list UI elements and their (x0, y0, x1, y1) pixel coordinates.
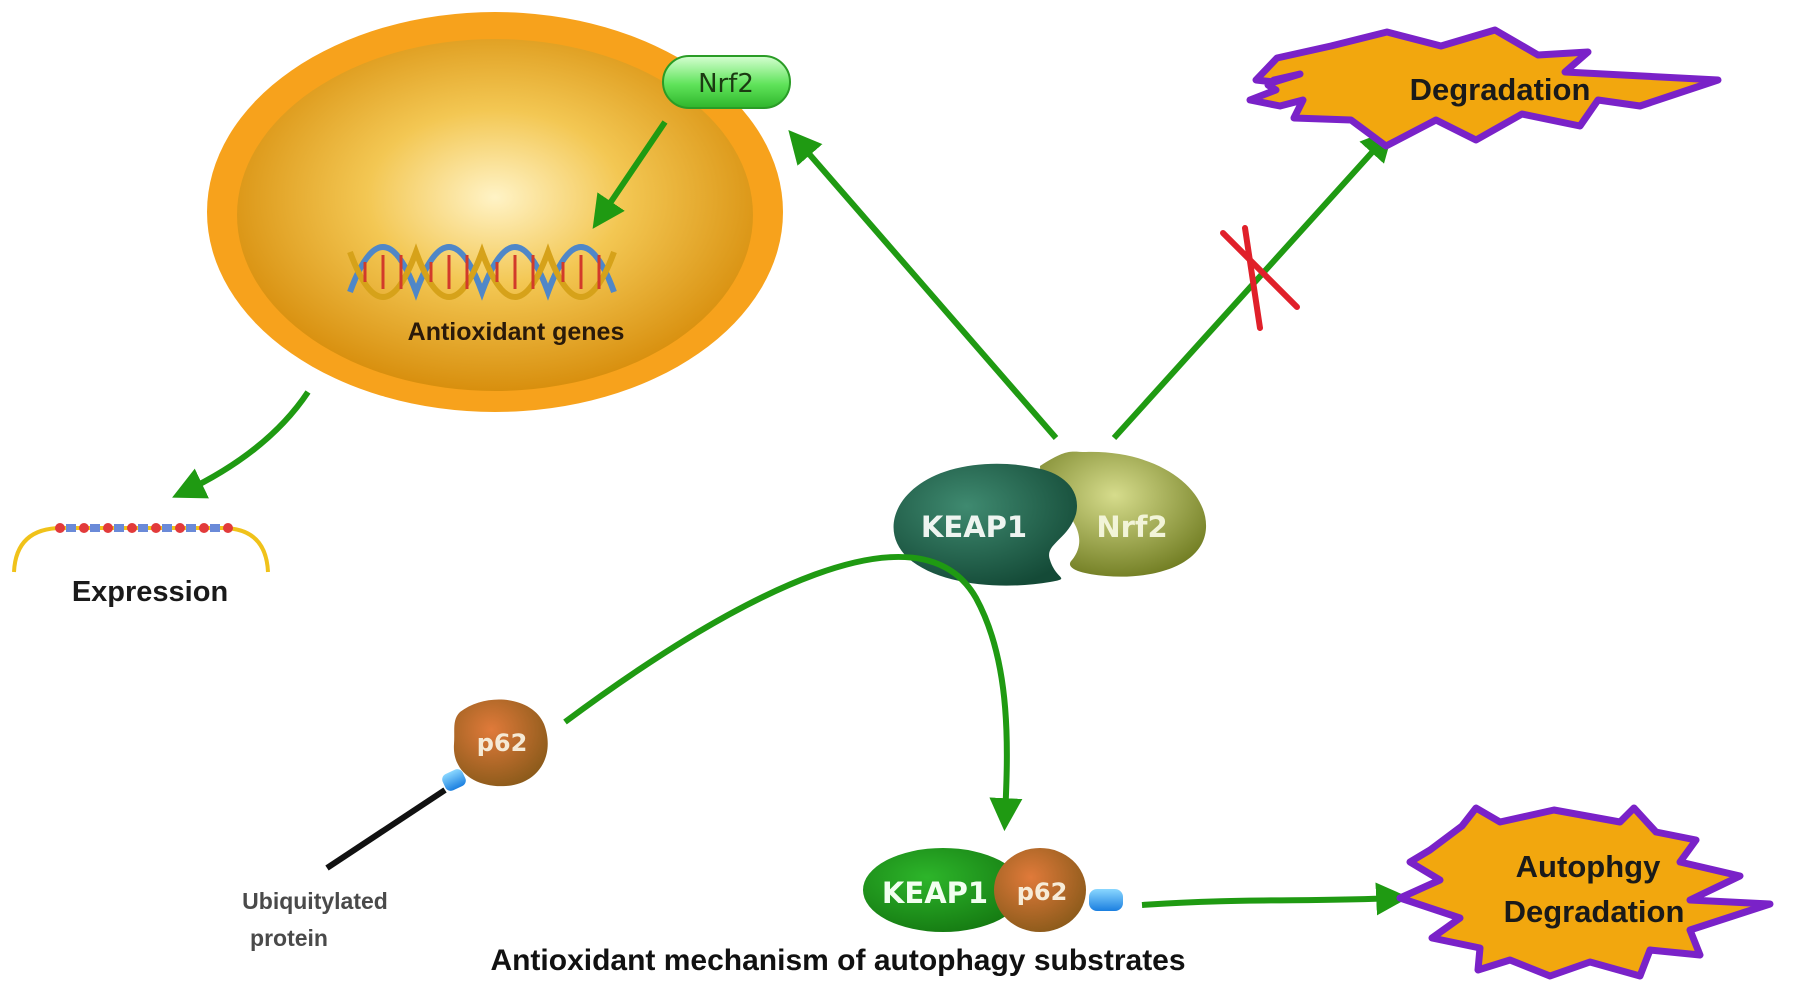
ubiquitylated-label-line2: protein (250, 925, 328, 951)
keap1-p62-complex: KEAP1 p62 (863, 848, 1123, 932)
dna-helix-icon (347, 243, 617, 301)
degradation-starburst (1246, 26, 1722, 150)
mrna-strand-icon (12, 523, 270, 573)
arrow-nucleus-to-expression (172, 390, 311, 499)
autophagy-label-line2: Degradation (1504, 894, 1685, 929)
arrow-complex-to-degradation (1111, 128, 1394, 441)
p62-left-label: p62 (477, 729, 528, 757)
nrf2-top-label: Nrf2 (1096, 510, 1167, 544)
keap1-subunit (893, 463, 1077, 586)
ubiquitylated-label-line1: Ubiquitylated (242, 888, 388, 914)
inhibition-cross-icon (1220, 225, 1300, 331)
ubiquitylated-protein-chain (325, 787, 447, 871)
arrow-complex-to-nrf2 (788, 130, 1059, 440)
nrf2-subunit (1040, 451, 1207, 577)
ubiquitin-tag-bottom-icon (1089, 889, 1123, 911)
keap1-top-label: KEAP1 (921, 510, 1027, 544)
p62-bottom-subunit (994, 848, 1086, 932)
nrf2-nucleus-pill: Nrf2 (662, 55, 791, 109)
antioxidant-genes-label: Antioxidant genes (408, 318, 625, 346)
degradation-label: Degradation (1410, 72, 1591, 107)
expression-label: Expression (72, 576, 228, 608)
autophagy-label-line1: Autophgy (1516, 849, 1661, 884)
ubiquitin-tag-icon (442, 769, 466, 791)
keap1-nrf2-complex: KEAP1 Nrf2 (893, 451, 1207, 586)
keap1-bottom-label: KEAP1 (882, 876, 988, 910)
autophagy-degradation-starburst (1396, 804, 1774, 980)
nrf2-nucleus-label: Nrf2 (698, 69, 754, 99)
arrow-p62-to-keap1-p62 (563, 553, 1023, 832)
arrow-nrf2-to-genes (592, 120, 668, 229)
nucleus (207, 12, 783, 412)
p62-bottom-label: p62 (1017, 878, 1068, 906)
p62-protein (453, 699, 548, 787)
keap1-bottom-subunit (863, 848, 1023, 932)
diagram-caption: Antioxidant mechanism of autophagy subst… (490, 944, 1185, 977)
arrow-to-autophagy-degradation (1141, 882, 1410, 916)
